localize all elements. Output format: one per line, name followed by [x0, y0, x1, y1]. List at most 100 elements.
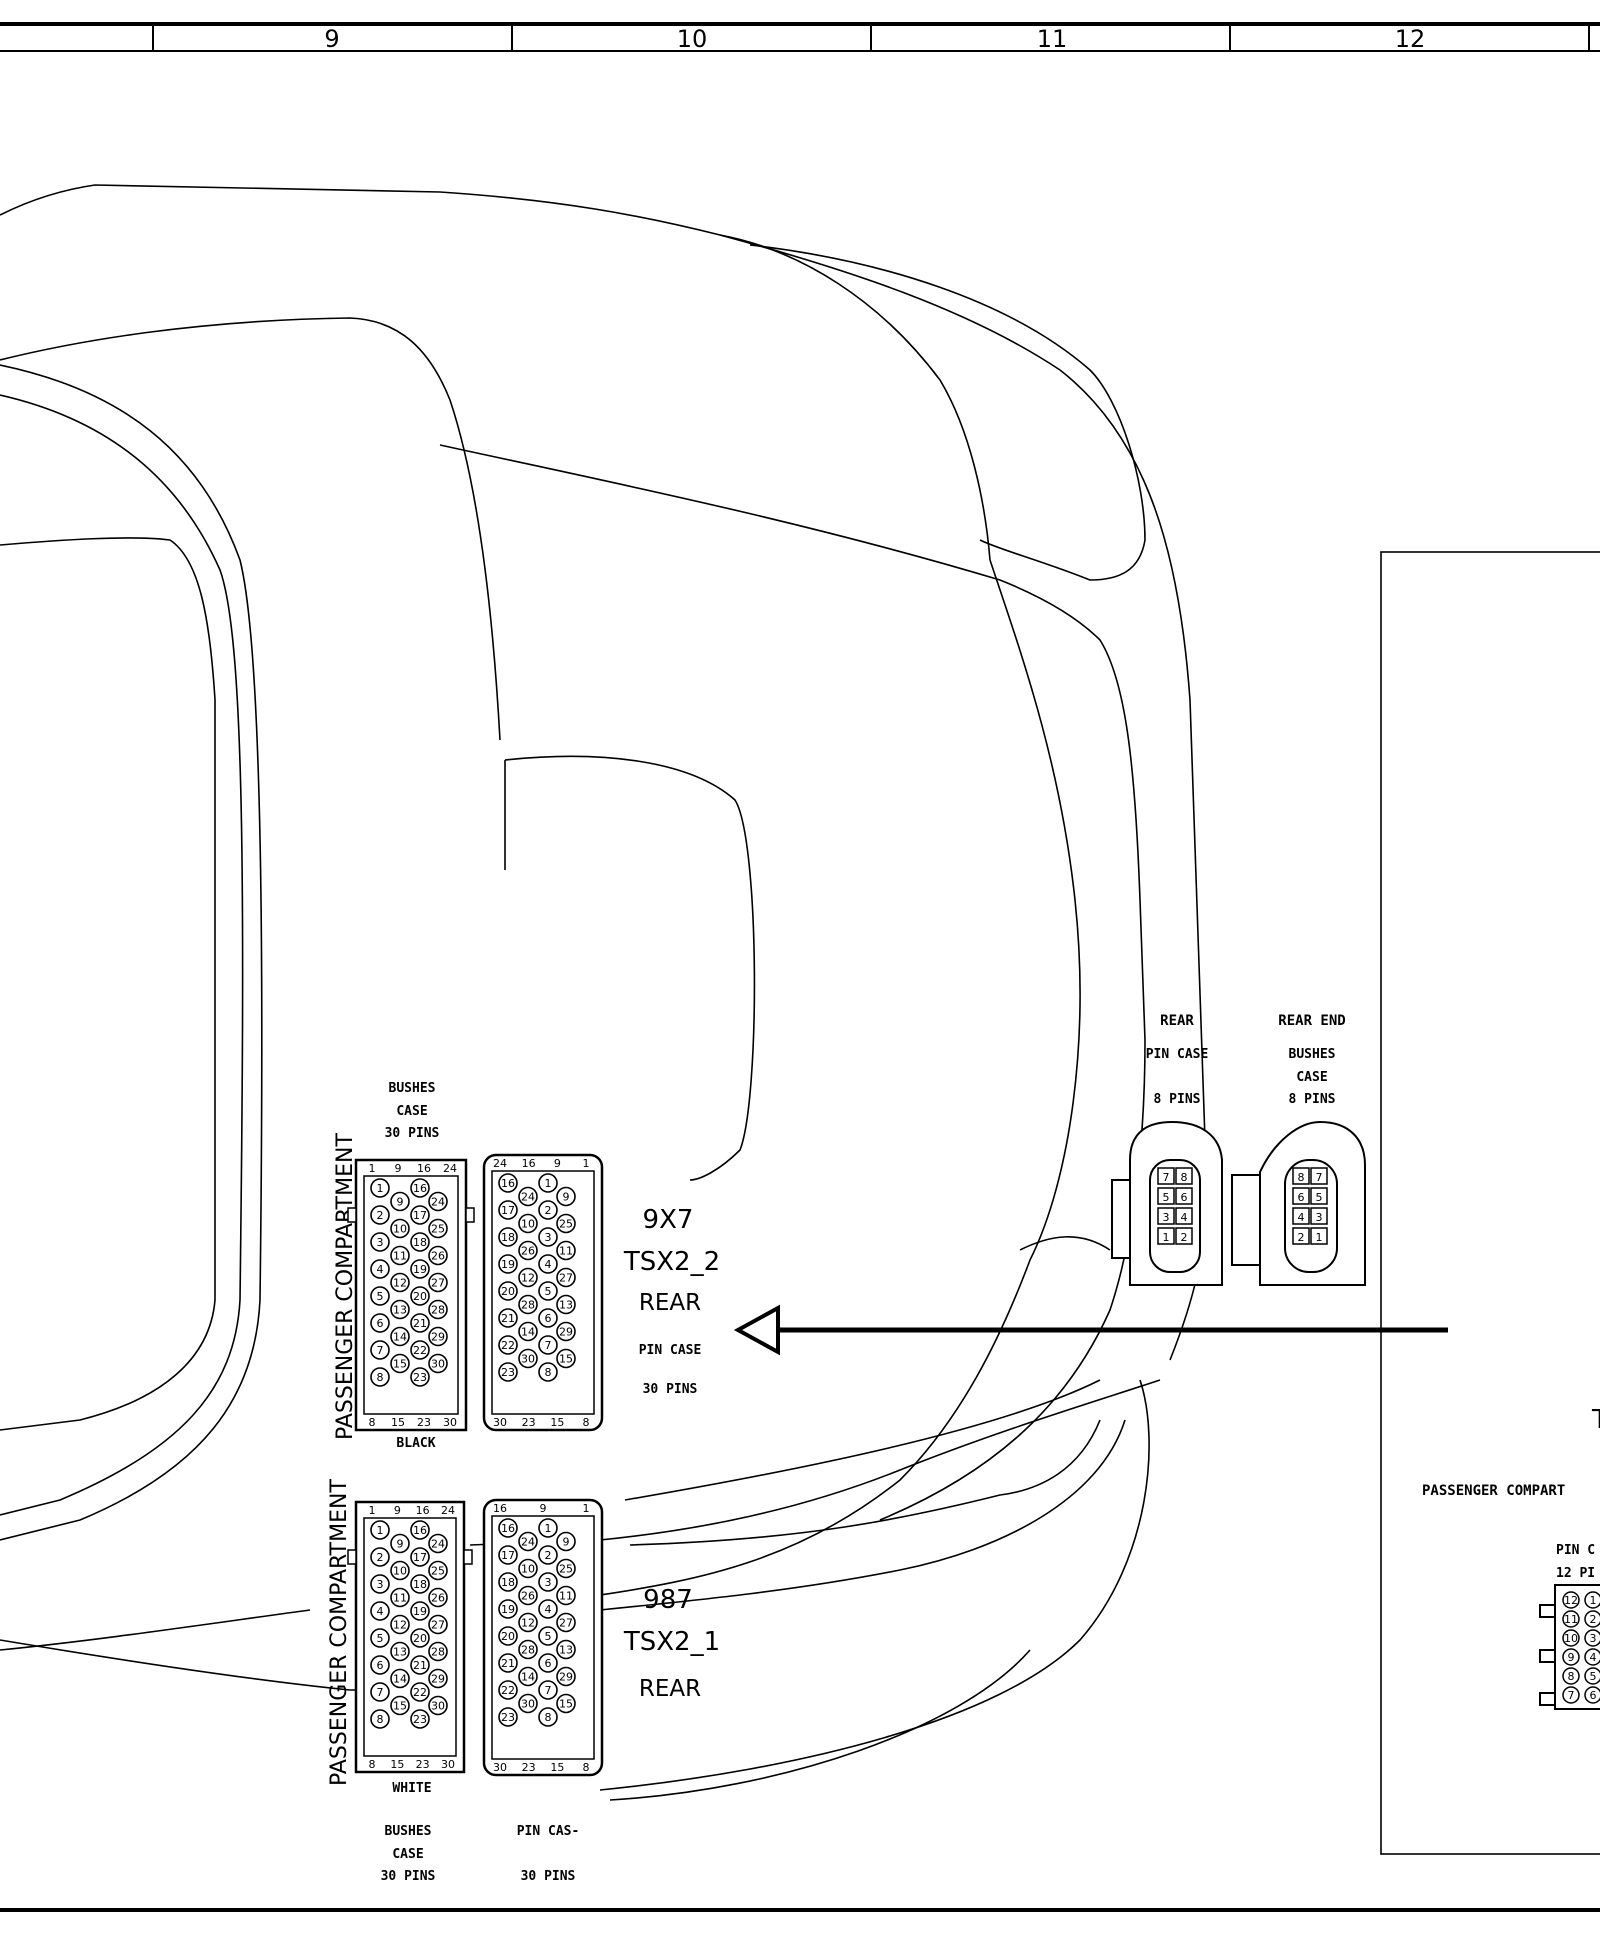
pin-contact	[556, 1213, 576, 1234]
edge-pin-number: 15	[391, 1416, 405, 1429]
pin-contact	[370, 1628, 390, 1648]
upper-name: TSX2_2	[623, 1247, 720, 1277]
pin-number: 5	[377, 1632, 384, 1645]
pin-contact	[428, 1668, 448, 1689]
pin-contact	[370, 1205, 390, 1225]
pin-number: 14	[521, 1671, 535, 1684]
pin-contact	[390, 1641, 410, 1662]
pin-number: 28	[431, 1646, 445, 1659]
pin-number: 12	[1564, 1594, 1578, 1607]
pin-number: 19	[501, 1258, 515, 1271]
pin-contact	[518, 1267, 538, 1288]
pin-number: 6	[377, 1317, 384, 1330]
latch	[347, 1207, 357, 1223]
pin-number: 7	[377, 1686, 384, 1699]
pin-number: 16	[413, 1524, 427, 1537]
pin-contact	[390, 1272, 410, 1293]
pin-contact	[428, 1326, 448, 1347]
pin-contact	[390, 1668, 410, 1689]
pin-contact	[390, 1245, 410, 1266]
connector-inner	[491, 1515, 595, 1760]
pin-number: 9	[563, 1191, 570, 1204]
edge-pin-number: 8	[583, 1761, 590, 1774]
pin-contact	[370, 1574, 390, 1594]
pin-contact	[370, 1655, 390, 1675]
pin-number: 25	[431, 1565, 445, 1578]
pin-contact	[1562, 1629, 1580, 1647]
pin-contact	[370, 1313, 390, 1333]
pin-number: 16	[413, 1182, 427, 1195]
pin-contact	[390, 1299, 410, 1320]
pin-contact	[518, 1612, 538, 1633]
pin-number: 1	[1163, 1231, 1170, 1244]
pin-contact	[410, 1709, 430, 1729]
pin-number: 8	[1568, 1670, 1575, 1683]
pin-number: 10	[521, 1218, 535, 1231]
pin-contact	[390, 1587, 410, 1608]
pin-contact	[556, 1558, 576, 1579]
pin-number: 19	[501, 1603, 515, 1616]
pin-number: 19	[413, 1605, 427, 1618]
pin-contact	[518, 1666, 538, 1687]
pin-number: 26	[521, 1590, 535, 1603]
pin-number: 6	[545, 1657, 552, 1670]
upper-side-label: PASSENGER COMPARTMENT	[333, 1133, 358, 1440]
pin-square	[1175, 1187, 1193, 1205]
pin-contact	[370, 1547, 390, 1567]
pin-number: 1	[377, 1524, 384, 1537]
pin-number: 20	[501, 1630, 515, 1643]
pin-contact	[428, 1218, 448, 1239]
pin-square	[1292, 1167, 1310, 1185]
column-label-12: 12	[1395, 25, 1426, 53]
pin-number: 11	[393, 1592, 407, 1605]
pin-number: 7	[1568, 1689, 1575, 1702]
pin-contact	[538, 1227, 558, 1247]
pin-contact	[370, 1340, 390, 1360]
pin-square	[1292, 1207, 1310, 1225]
pin-number: 21	[413, 1317, 427, 1330]
pin-number: 19	[413, 1263, 427, 1276]
pin-contact	[410, 1520, 430, 1540]
pin-number: 14	[393, 1673, 407, 1686]
pin-number: 2	[545, 1204, 552, 1217]
inset-pin-count-label: 12 PI	[1556, 1566, 1595, 1581]
pin-contact	[428, 1614, 448, 1635]
pin-number: 22	[413, 1344, 427, 1357]
pin-contact	[390, 1326, 410, 1347]
lower-case-label: CASE	[392, 1847, 423, 1862]
pin-number: 24	[521, 1536, 535, 1549]
pin-number: 22	[413, 1686, 427, 1699]
pin-number: 10	[393, 1223, 407, 1236]
pin-square	[1157, 1227, 1175, 1245]
pin-number: 2	[377, 1551, 384, 1564]
pin-number: 28	[521, 1644, 535, 1657]
pin-number: 4	[377, 1263, 384, 1276]
lower-color-label: WHITE	[392, 1781, 431, 1796]
pin-number: 12	[521, 1617, 535, 1630]
pin-contact	[370, 1682, 390, 1702]
edge-pin-number: 30	[493, 1416, 507, 1429]
pin-square	[1310, 1227, 1328, 1245]
pin-number: 13	[559, 1644, 573, 1657]
pin-contact	[538, 1572, 558, 1592]
pin-number: 22	[501, 1339, 515, 1352]
upper-color-label: BLACK	[396, 1436, 435, 1451]
pin-number: 17	[413, 1209, 427, 1222]
pin-number: 7	[1316, 1171, 1323, 1184]
pin-number: 27	[431, 1277, 445, 1290]
pin-contact	[538, 1599, 558, 1619]
pin-number: 5	[1163, 1191, 1170, 1204]
pin-square	[1157, 1207, 1175, 1225]
edge-pin-number: 16	[417, 1162, 431, 1175]
pin-contact	[538, 1362, 558, 1382]
edge-pin-number: 30	[441, 1758, 455, 1771]
pin-contact	[518, 1348, 538, 1369]
pin-contact	[410, 1367, 430, 1387]
pin-contact	[498, 1599, 518, 1619]
pin-contact	[498, 1335, 518, 1355]
pin-number: 24	[431, 1196, 445, 1209]
pin-number: 9	[1568, 1651, 1575, 1664]
